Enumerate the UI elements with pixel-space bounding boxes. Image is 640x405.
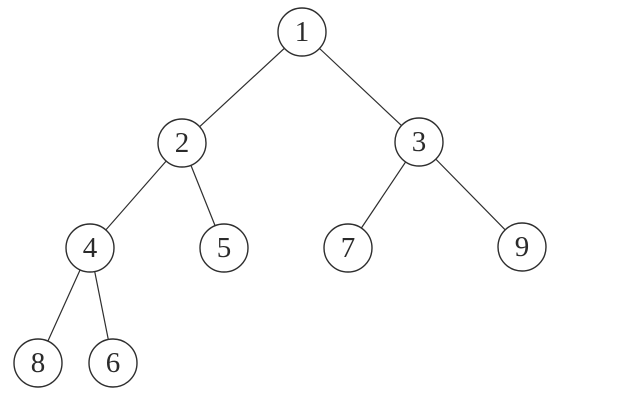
tree-node-1: 1: [277, 7, 327, 57]
tree-node-circle: [394, 117, 444, 167]
tree-node-circle: [199, 223, 249, 273]
tree-node-label: 8: [31, 347, 46, 379]
tree-node-6: 6: [88, 338, 138, 388]
tree-node-label: 2: [175, 127, 190, 159]
tree-node-4: 4: [65, 223, 115, 273]
tree-node-label: 3: [412, 126, 427, 158]
tree-node-circle: [88, 338, 138, 388]
tree-node-circle: [13, 338, 63, 388]
tree-node-circle: [323, 223, 373, 273]
tree-node-label: 4: [83, 232, 98, 264]
tree-edge-1-2: [181, 31, 303, 144]
tree-node-label: 9: [515, 231, 530, 263]
tree-node-label: 1: [295, 16, 310, 48]
tree-node-3: 3: [394, 117, 444, 167]
tree-node-7: 7: [323, 223, 373, 273]
tree-node-9: 9: [497, 222, 547, 272]
tree-node-circle: [65, 223, 115, 273]
tree-node-circle: [277, 7, 327, 57]
tree-node-8: 8: [13, 338, 63, 388]
tree-node-2: 2: [157, 118, 207, 168]
tree-node-label: 6: [106, 347, 121, 379]
tree-node-label: 5: [217, 232, 232, 264]
tree-node-circle: [497, 222, 547, 272]
tree-node-5: 5: [199, 223, 249, 273]
tree-node-circle: [157, 118, 207, 168]
tree-edge-1-3: [301, 31, 420, 143]
tree-node-label: 7: [341, 232, 356, 264]
